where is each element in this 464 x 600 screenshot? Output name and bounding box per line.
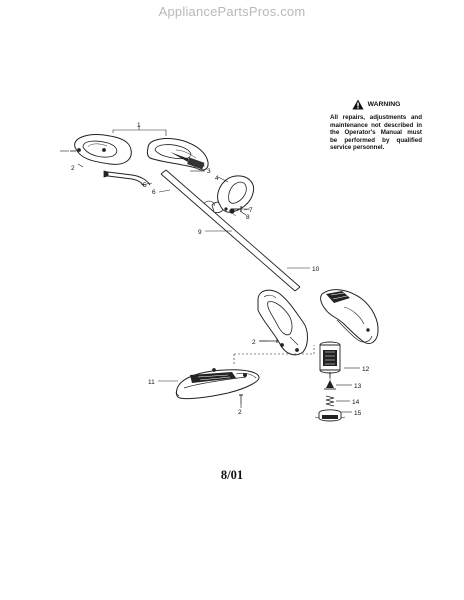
warning-line: the Operator's Manual must bbox=[330, 129, 422, 137]
callout-label: 15 bbox=[354, 410, 362, 417]
handle-knob bbox=[229, 208, 237, 217]
callout-label: 4 bbox=[215, 175, 219, 182]
trimmer-spool bbox=[314, 409, 346, 422]
callout-label: 8 bbox=[246, 214, 250, 221]
warning-title: WARNING bbox=[367, 100, 401, 108]
callout-label: 5 bbox=[143, 182, 147, 189]
callout-label: 2 bbox=[252, 339, 256, 346]
warning-header: WARNING bbox=[330, 99, 422, 110]
motor bbox=[319, 341, 341, 378]
callout-label: 2 bbox=[238, 409, 242, 416]
callout-label: 12 bbox=[362, 366, 370, 373]
main-shaft bbox=[160, 169, 301, 292]
callout-label: 11 bbox=[148, 379, 155, 386]
callout-label: 2 bbox=[71, 165, 75, 172]
site-watermark: AppliancePartsPros.com bbox=[158, 4, 306, 19]
revision-date: 8/01 bbox=[220, 468, 244, 482]
callout-label: 14 bbox=[352, 399, 360, 406]
callout-label: 3 bbox=[207, 168, 211, 175]
callout-label: 9 bbox=[198, 229, 202, 236]
callout-label: 10 bbox=[312, 266, 320, 273]
callout-label: 6 bbox=[152, 189, 156, 196]
callout-label: 7 bbox=[249, 207, 253, 214]
grass-guard bbox=[175, 368, 260, 400]
warning-line: All repairs, adjustments and bbox=[330, 114, 422, 121]
motor-housing-right bbox=[320, 289, 379, 345]
upper-handle-right-half bbox=[146, 138, 209, 171]
callout-label: 1 bbox=[137, 122, 141, 129]
warning-box: WARNING All repairs, adjustments and mai… bbox=[330, 99, 422, 152]
warning-line: be performed by qualified bbox=[330, 136, 422, 144]
drive-hub bbox=[324, 380, 336, 390]
callout-label: 13 bbox=[354, 383, 362, 390]
callout-labels: 1 2 3 4 5 6 7 8 9 10 2 11 12 13 14 15 2 bbox=[71, 122, 370, 417]
warning-triangle-icon bbox=[351, 99, 364, 110]
upper-handle-left-half bbox=[70, 134, 132, 165]
warning-line: service personnel. bbox=[330, 144, 385, 152]
warning-line: maintenance not described in bbox=[330, 121, 422, 129]
spring bbox=[325, 395, 335, 407]
motor-housing-left bbox=[257, 289, 308, 356]
